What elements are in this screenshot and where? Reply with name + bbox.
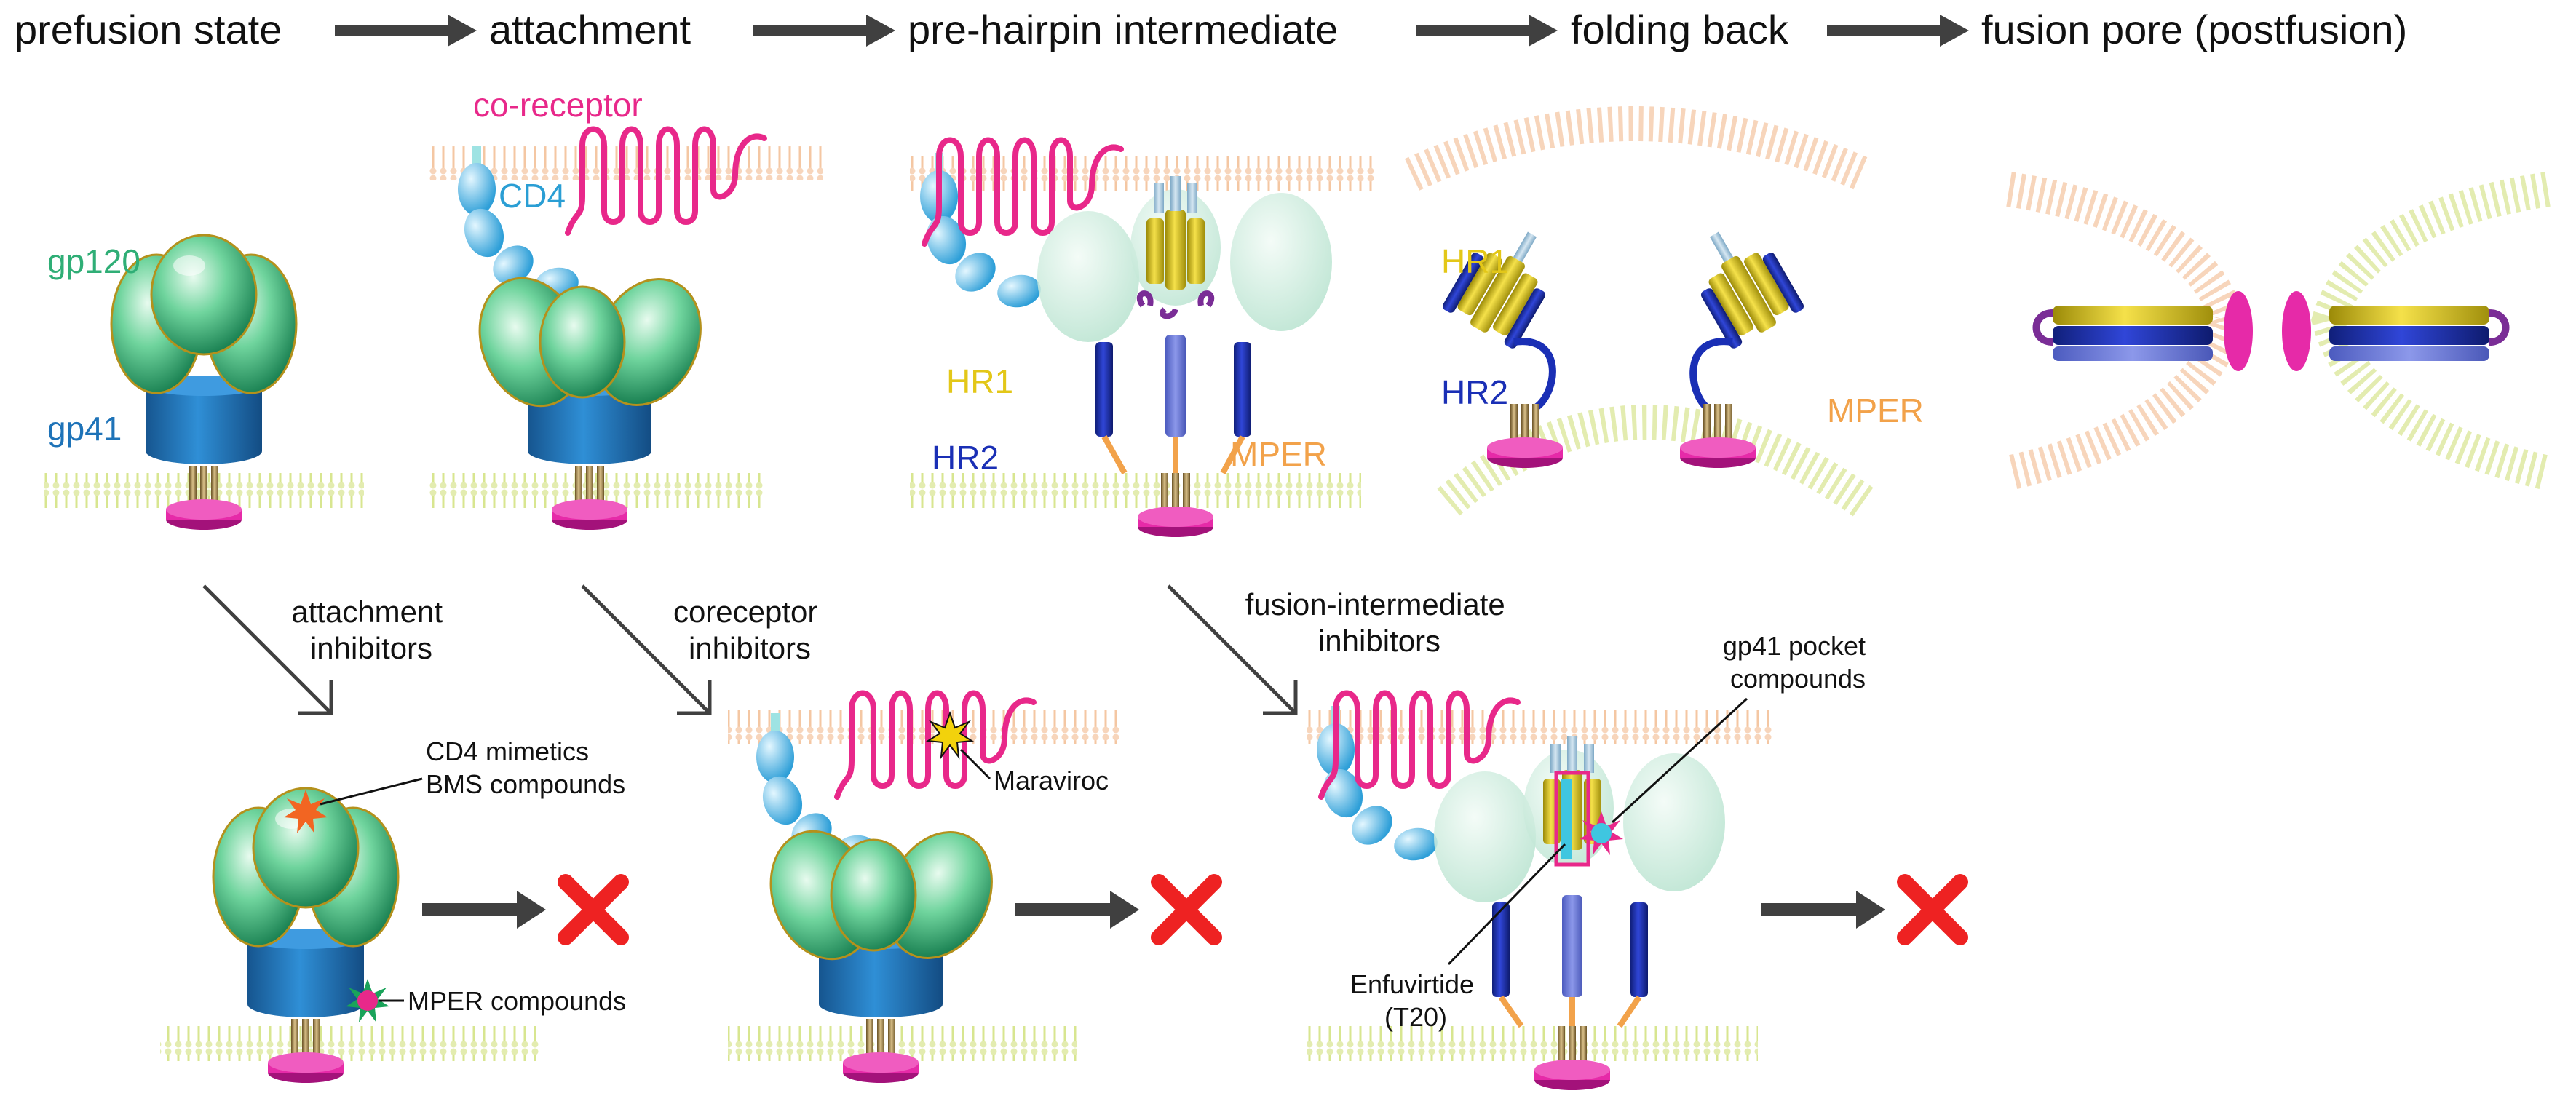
gp120-label: gp120 [47,242,140,280]
coreceptor-inhibitors-label: coreceptor inhibitors [673,595,826,665]
inhibitor-branch-coreceptor: coreceptor inhibitors [581,584,826,715]
mper-compounds-label: MPER compounds [408,986,626,1016]
maraviroc-label: Maraviroc [994,766,1109,795]
stage-label-folding-back: folding back [1571,7,1789,52]
blocked-x-icon [1159,882,1214,937]
target-membrane [910,156,1376,191]
target-membrane [429,146,823,180]
inhibitor-branch-fusion: fusion-intermediate inhibitors [1167,584,1514,715]
transmembrane-anchor [2282,291,2311,371]
diagonal-arrow [581,584,711,715]
viral-membrane [910,473,1361,508]
viral-membrane [2311,172,2552,491]
shed-gp120 [1230,193,1332,331]
mper-label-folding: MPER [1827,392,1924,429]
coreceptor-label: co-receptor [473,86,643,124]
mper-label: MPER [1230,435,1327,473]
env-trimer-cd4-bound [461,261,722,466]
hr2-label-folding: HR2 [1441,373,1508,411]
stage-arrow [1416,15,1558,47]
enfuvirtide-label: Enfuvirtide (T20) [1350,969,1481,1032]
shed-gp120 [1037,211,1139,342]
panel-coreceptor-inhibited: Maraviroc [728,694,1214,1083]
diagonal-arrow [202,584,333,715]
blocked-arrow [422,891,546,929]
stage-label-fusion-pore: fusion pore (postfusion) [1981,7,2407,52]
panel-prefusion: gp120 gp41 [44,234,364,530]
hairpin-right [1700,231,1804,349]
stage-arrow [753,15,895,47]
blocked-x-icon [1905,882,1960,937]
blocked-arrow [1015,891,1139,929]
panel-fusion-pore [2005,172,2552,491]
target-membrane [1307,710,1772,744]
panel-attachment: co-receptor CD4 [429,86,823,530]
stage-label-prehairpin: pre-hairpin intermediate [908,7,1338,52]
attachment-inhibitors-label: attachment inhibitors [291,595,451,665]
env-trimer-cd4-bound [752,814,1013,1019]
hr1-label-folding: HR1 [1441,242,1508,280]
target-membrane [1404,106,1871,191]
gp41-pocket-label: gp41 pocket compounds [1723,631,1873,694]
fusion-intermediate-inhibitors-label: fusion-intermediate inhibitors [1245,587,1514,658]
env-trimer [212,787,400,1019]
stage-header-row: prefusion state attachment pre-hairpin i… [15,7,2407,52]
cd4-label: CD4 [499,177,566,215]
stage-arrow [1827,15,1969,47]
inhibitor-branch-attachment: attachment inhibitors [202,584,451,715]
extended-gp41 [1095,176,1251,537]
hairpin-left [1442,231,1546,349]
transmembrane-anchor [1487,404,1563,468]
hr1-label: HR1 [946,362,1013,400]
six-helix-bundle-left [2032,306,2213,361]
six-helix-bundle-right [2329,306,2510,361]
blocked-x-icon [566,882,621,937]
stage-arrow [335,15,477,47]
gp41-label: gp41 [47,410,122,448]
viral-membrane [1437,405,1874,517]
cd4-mimetics-label: CD4 mimetics BMS compounds [426,736,625,799]
viral-membrane [160,1026,539,1061]
blocked-arrow [1761,891,1885,929]
stage-label-prefusion: prefusion state [15,7,282,52]
panel-fusion-inhibited: gp41 pocket compounds Enfuvirtide (T20) [1307,631,1960,1090]
coreceptor-protein [568,130,764,234]
extended-gp41-inhibited [1492,736,1648,1090]
viral-membrane [1307,1026,1758,1061]
panel-folding-back: HR1 HR2 MPER [1404,106,1924,517]
hr2-label: HR2 [932,439,999,477]
target-membrane [728,710,1121,744]
stage-label-attachment: attachment [489,7,691,52]
panel-prehairpin: HR1 HR2 MPER [910,140,1376,537]
transmembrane-anchor [2224,291,2253,371]
panel-attachment-inhibited: CD4 mimetics BMS compounds MPER compound… [160,736,626,1083]
diagonal-arrow [1167,584,1297,715]
